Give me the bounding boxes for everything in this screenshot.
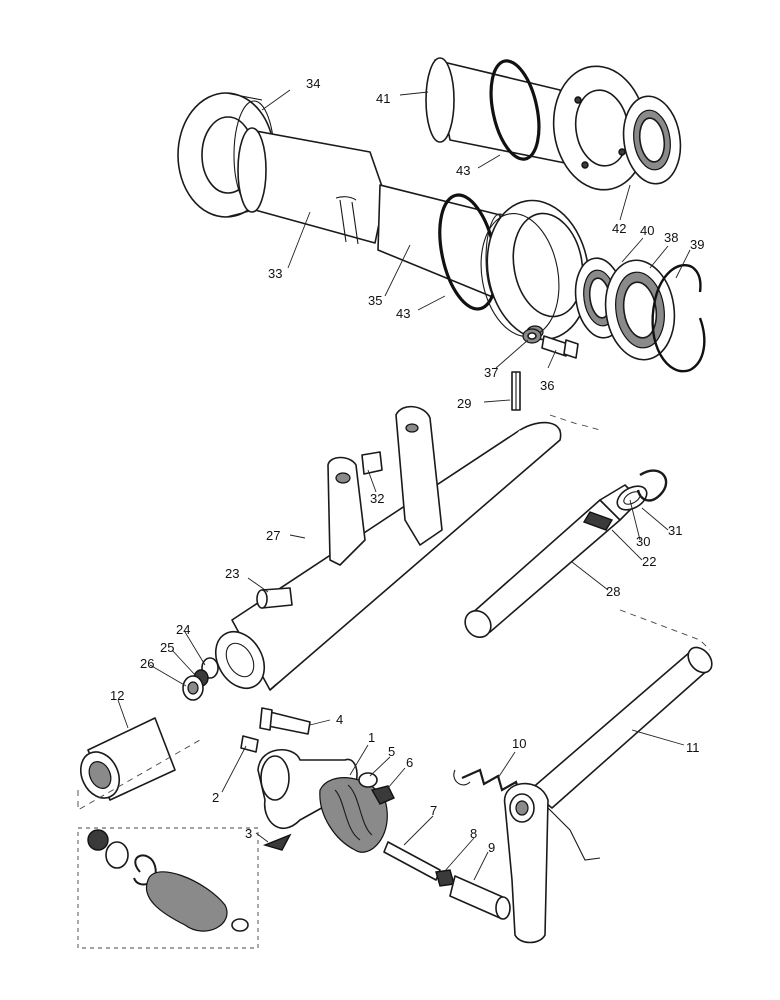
part-28-shaft — [464, 484, 641, 639]
part-39-circlip — [651, 264, 706, 373]
callout-33: 33 — [268, 266, 282, 281]
callout-36: 36 — [540, 378, 554, 393]
callout-11: 11 — [686, 740, 700, 755]
callout-41: 41 — [376, 91, 390, 106]
callout-42: 42 — [612, 221, 626, 236]
part-12-bush — [79, 717, 176, 801]
part-36-bolt — [541, 335, 579, 359]
part-31-circlip — [636, 469, 668, 502]
arrow-3 — [262, 833, 292, 851]
part-4-bolt — [259, 707, 311, 735]
part-2-bleed-nipple — [240, 735, 259, 753]
callout-35: 35 — [368, 293, 382, 308]
callout-24: 24 — [176, 622, 190, 637]
part-37-washer — [522, 328, 542, 344]
callout-10: 10 — [512, 736, 526, 751]
part-23-pin — [256, 587, 293, 609]
callout-34: 34 — [306, 76, 320, 91]
callout-5: 5 — [388, 744, 395, 759]
callout-31: 31 — [668, 523, 682, 538]
callout-25: 25 — [160, 640, 174, 655]
callout-39: 39 — [690, 237, 704, 252]
part-11-pedal-shaft — [529, 646, 713, 809]
callout-28: 28 — [606, 584, 620, 599]
callout-7: 7 — [430, 803, 437, 818]
part-9-clevis — [449, 875, 511, 920]
part-33-sleeve — [237, 127, 386, 245]
callout-32: 32 — [370, 491, 384, 506]
part-flange-upper — [552, 65, 648, 191]
callout-9: 9 — [488, 840, 495, 855]
callout-22: 22 — [642, 554, 656, 569]
callout-43-upper: 43 — [456, 163, 470, 178]
part-29-pin — [511, 371, 521, 411]
callout-37: 37 — [484, 365, 498, 380]
callout-3: 3 — [245, 826, 252, 841]
callout-40: 40 — [640, 223, 654, 238]
callout-6: 6 — [406, 755, 413, 770]
dashed-axis-upper — [549, 414, 601, 431]
callout-43-lower: 43 — [396, 306, 410, 321]
inset-kit-box — [77, 827, 259, 949]
callout-labels: 34 41 43 42 40 38 39 33 35 43 37 36 29 3… — [110, 76, 704, 855]
leader-lines — [117, 89, 691, 881]
part-43-o-ring-upper — [489, 59, 541, 161]
callout-1: 1 — [368, 730, 375, 745]
pedal-lever-arm — [503, 782, 549, 944]
callout-30: 30 — [636, 534, 650, 549]
part-1-master-cylinder — [257, 748, 388, 853]
part-5-washer — [358, 772, 378, 788]
callout-8: 8 — [470, 826, 477, 841]
part-41-sleeve-upper — [425, 57, 576, 166]
callout-12: 12 — [110, 688, 124, 703]
part-6-nut — [370, 785, 395, 805]
part-24-26-washers — [182, 657, 219, 701]
part-42-seal — [622, 95, 682, 185]
callout-2: 2 — [212, 790, 219, 805]
callout-38: 38 — [664, 230, 678, 245]
dashed-axis-lower — [77, 609, 711, 811]
part-27-cross-shaft — [214, 405, 562, 691]
part-7-pushrod — [383, 841, 441, 881]
callout-26: 26 — [140, 656, 154, 671]
part-8-nut — [435, 869, 455, 887]
callout-4: 4 — [336, 712, 343, 727]
callout-27: 27 — [266, 528, 280, 543]
callout-29: 29 — [457, 396, 471, 411]
callout-23: 23 — [225, 566, 239, 581]
